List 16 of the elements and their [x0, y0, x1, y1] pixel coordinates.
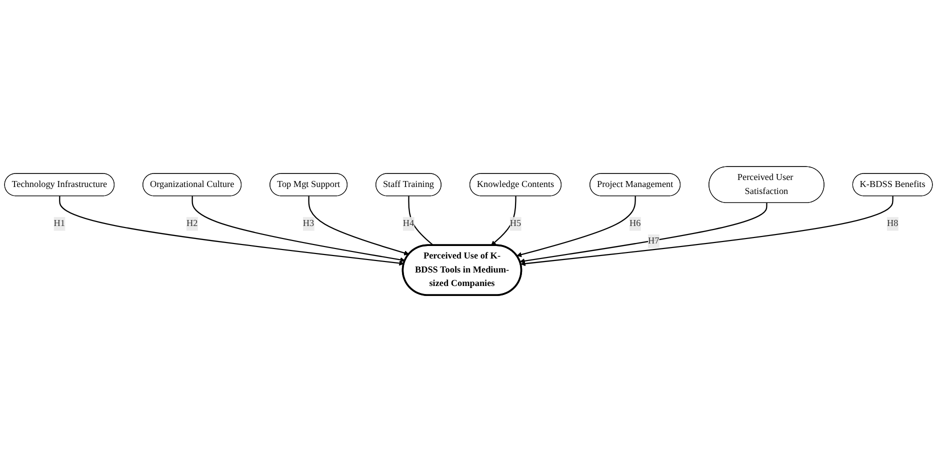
connector	[408, 196, 434, 246]
arrow	[520, 196, 894, 266]
edge-label: H3	[302, 218, 314, 229]
arrow	[59, 196, 404, 266]
edge-label: H5	[510, 218, 522, 229]
edge-label: H6	[629, 218, 641, 229]
edge-label: H2	[186, 218, 198, 229]
arrow	[520, 203, 768, 264]
edge-label: H7	[648, 236, 660, 246]
edge-label: H8	[886, 218, 898, 229]
arrow	[308, 196, 410, 256]
edge-label: H4	[402, 218, 414, 229]
arrow	[490, 196, 516, 246]
edge-label: H1	[54, 218, 66, 229]
arrow	[192, 196, 406, 262]
arrow	[516, 196, 636, 258]
